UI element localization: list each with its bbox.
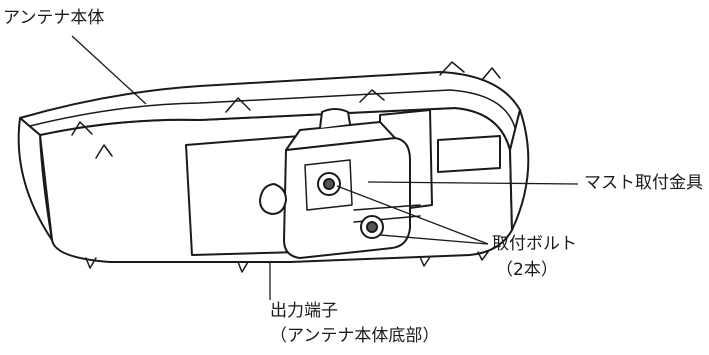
leader-bolt-lower [379, 234, 489, 245]
foot-1 [85, 257, 97, 269]
leader-bolt-upper [336, 185, 489, 245]
label-output-terminal-location: （アンテナ本体底部） [270, 326, 440, 346]
top-fin-2 [225, 97, 251, 113]
bottom-fin-1 [95, 144, 113, 159]
upper-bolt-head [323, 178, 335, 190]
foot-4 [477, 251, 489, 261]
label-mount-bolts-count: （2本） [496, 260, 558, 280]
lower-bolt-head [366, 221, 378, 233]
housing-window [437, 135, 501, 173]
label-mast-bracket: マスト取付金具 [584, 173, 703, 193]
leader-antenna-body [71, 35, 147, 105]
foot-3 [419, 256, 431, 267]
foot-2 [237, 261, 249, 273]
housing-right-end [509, 109, 530, 231]
bracket-top [285, 121, 396, 151]
top-fin-4 [439, 61, 465, 76]
side-knob [259, 183, 287, 215]
bracket-block [283, 137, 411, 259]
bracket-arm-1 [353, 204, 421, 211]
top-fin-5 [481, 67, 501, 81]
leader-mast-bracket [367, 181, 579, 185]
top-fin-3 [359, 89, 385, 103]
housing-left-end [17, 117, 53, 241]
top-ridge [29, 89, 516, 129]
label-antenna-body: アンテナ本体 [3, 8, 105, 28]
label-output-terminal: 出力端子 [270, 301, 338, 321]
label-mount-bolts: 取付ボルト [492, 234, 577, 254]
bracket-recess [304, 159, 353, 211]
top-fin-1 [71, 121, 93, 136]
bracket-clip [319, 108, 351, 129]
